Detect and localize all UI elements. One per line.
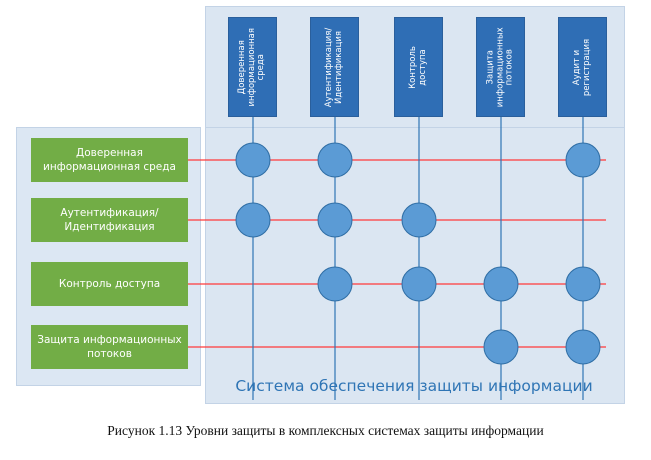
row-label: Защита информационных потоков	[37, 334, 182, 360]
row-label: Доверенная информационная среда	[43, 147, 176, 173]
intersection-marker	[565, 142, 601, 178]
column-box-access-control: Контроль доступа	[394, 17, 443, 117]
row-label: Контроль доступа	[58, 278, 161, 290]
system-caption: Система обеспечения защиты информации	[235, 377, 593, 395]
system-panel	[205, 127, 625, 404]
column-box-information-flow-protection: Защита информационных потоков	[476, 17, 525, 117]
intersection-marker	[565, 329, 601, 365]
intersection-marker	[483, 329, 519, 365]
row-label: Аутентификация/ Идентификация	[60, 207, 159, 233]
intersection-marker	[317, 266, 353, 302]
intersection-marker	[235, 202, 271, 238]
row-box-authentication: Аутентификация/ Идентификация	[31, 198, 188, 242]
intersection-marker	[483, 266, 519, 302]
intersection-marker	[235, 142, 271, 178]
column-box-audit: Аудит и регистрация	[558, 17, 607, 117]
intersection-marker	[401, 202, 437, 238]
column-box-authentication: Аутентификация/ Идентификация	[310, 17, 359, 117]
column-box-trusted-environment: Доверенная информационная среда	[228, 17, 277, 117]
row-box-access-control: Контроль доступа	[31, 262, 188, 306]
intersection-marker	[317, 202, 353, 238]
intersection-marker	[401, 266, 437, 302]
figure-caption: Рисунок 1.13 Уровни защиты в комплексных…	[107, 423, 544, 438]
intersection-marker	[565, 266, 601, 302]
row-box-information-flow-protection: Защита информационных потоков	[31, 325, 188, 369]
intersection-marker	[317, 142, 353, 178]
row-box-trusted-environment: Доверенная информационная среда	[31, 138, 188, 182]
